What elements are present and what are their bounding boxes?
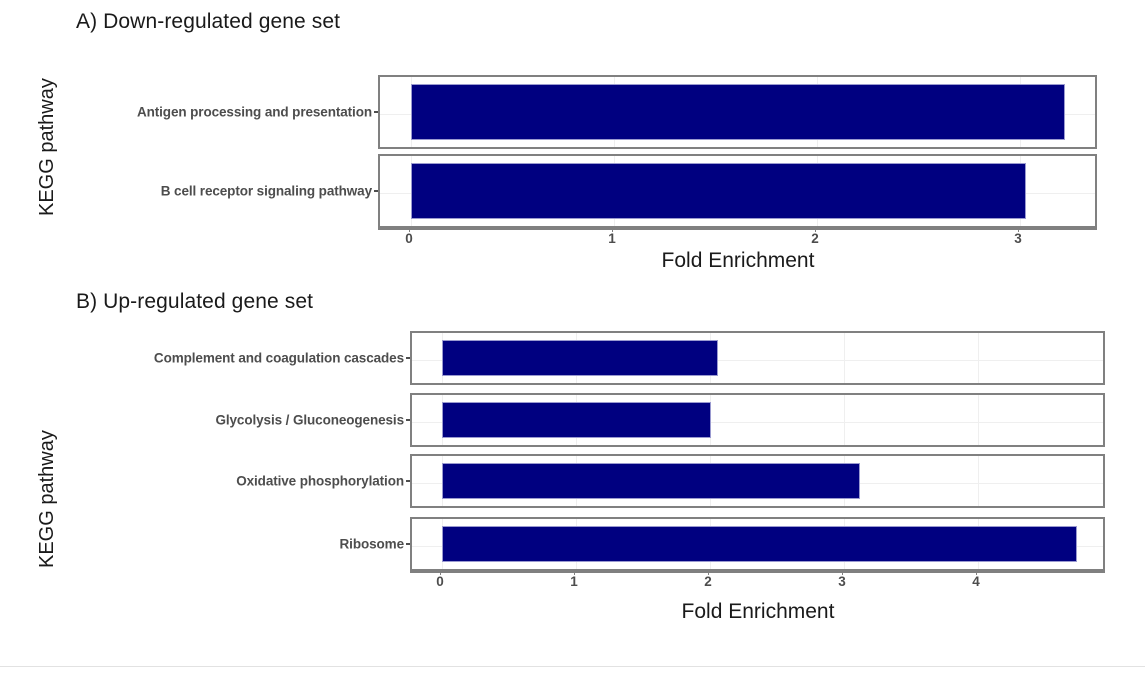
panel-b-x-axis-title: Fold Enrichment [681, 600, 835, 623]
x-tick-mark [612, 228, 613, 232]
facet-row: Oxidative phosphorylation [0, 454, 1145, 508]
x-tick-mark [409, 228, 410, 232]
x-axis-line [378, 228, 1097, 230]
x-tick-label: 1 [608, 231, 616, 246]
panel-a-x-axis-title: Fold Enrichment [661, 249, 815, 272]
facet-panel [410, 393, 1105, 447]
x-tick-label: 2 [704, 574, 712, 589]
x-tick-label: 3 [838, 574, 846, 589]
x-tick-mark [574, 571, 575, 575]
bar [411, 163, 1027, 219]
facet-panel [378, 154, 1097, 228]
facet-row: Ribosome [0, 517, 1145, 571]
bar [442, 340, 719, 376]
category-label: B cell receptor signaling pathway [160, 183, 372, 199]
gridline-vertical [844, 333, 845, 383]
bar [442, 463, 861, 499]
chart-a: Antigen processing and presentation B cel… [0, 60, 1145, 260]
facet-panel [410, 517, 1105, 571]
x-tick-mark [842, 571, 843, 575]
x-tick-label: 2 [811, 231, 819, 246]
facet-panel [410, 331, 1105, 385]
bar [442, 402, 712, 438]
x-tick-label: 4 [972, 574, 980, 589]
panel-b-title: B) Up-regulated gene set [76, 290, 314, 313]
x-tick-label: 0 [405, 231, 413, 246]
gridline-horizontal [412, 422, 1103, 423]
x-tick-label: 1 [570, 574, 578, 589]
gridline-vertical [978, 333, 979, 383]
x-tick-label: 0 [436, 574, 444, 589]
gridline-vertical [844, 395, 845, 445]
gridline-vertical [978, 456, 979, 506]
category-label: Antigen processing and presentation [136, 104, 372, 120]
bar [411, 84, 1065, 140]
x-tick-mark [1018, 228, 1019, 232]
category-label: Ribosome [339, 536, 405, 552]
x-tick-mark [708, 571, 709, 575]
facet-row: Complement and coagulation cascades [0, 331, 1145, 385]
facet-panel [378, 75, 1097, 149]
facet-row: Glycolysis / Gluconeogenesis [0, 393, 1145, 447]
x-tick-mark [815, 228, 816, 232]
bar [442, 526, 1078, 562]
category-label: Oxidative phosphorylation [236, 473, 404, 489]
facet-row: B cell receptor signaling pathway [0, 154, 1145, 228]
x-tick-label: 3 [1014, 231, 1022, 246]
panel-a-title: A) Down-regulated gene set [76, 10, 341, 33]
gridline-horizontal [412, 360, 1103, 361]
gridline-vertical [978, 395, 979, 445]
bottom-divider [0, 666, 1145, 667]
category-label: Complement and coagulation cascades [153, 350, 404, 366]
facet-panel [410, 454, 1105, 508]
category-label: Glycolysis / Gluconeogenesis [215, 412, 404, 428]
x-tick-mark [976, 571, 977, 575]
x-tick-mark [440, 571, 441, 575]
x-axis-line [410, 571, 1105, 573]
facet-row: Antigen processing and presentation [0, 75, 1145, 149]
